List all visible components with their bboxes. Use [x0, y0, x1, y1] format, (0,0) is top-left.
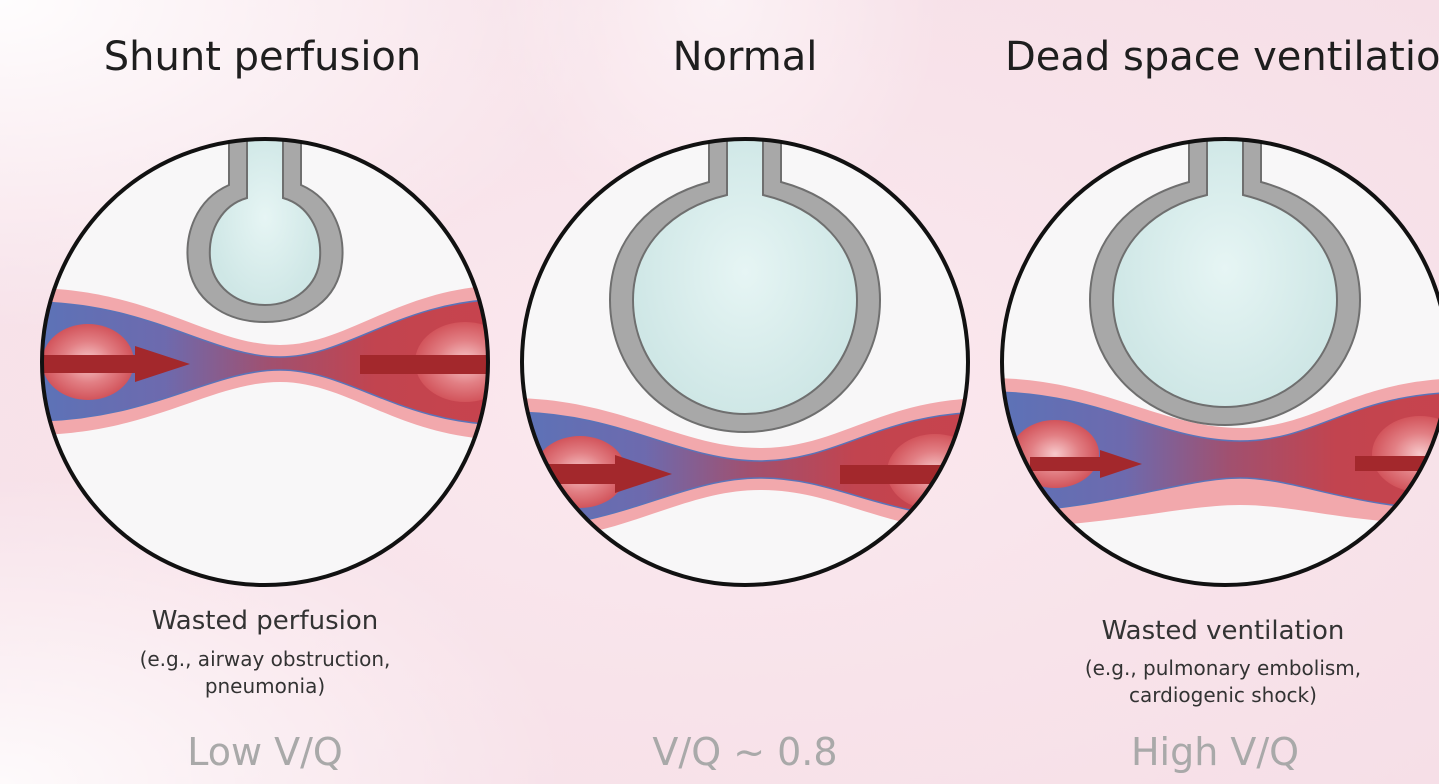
shunt-panel	[30, 130, 520, 585]
shunt-flow-arrow-out	[360, 355, 520, 374]
dead-space-caption: Wasted ventilation	[1048, 614, 1398, 648]
normal-panel	[510, 130, 1000, 585]
normal-ratio: V/Q ~ 0.8	[595, 730, 895, 774]
dead-space-ratio: High V/Q	[1065, 730, 1365, 774]
shunt-ratio: Low V/Q	[115, 730, 415, 774]
shunt-caption-detail-2: pneumonia)	[90, 673, 440, 700]
dead-space-red-cell-left	[1011, 420, 1099, 488]
dead-space-panel	[990, 130, 1439, 585]
normal-flow-arrow-out	[840, 465, 1000, 484]
dead-space-caption-detail-1: (e.g., pulmonary embolism,	[1048, 655, 1398, 682]
shunt-caption: Wasted perfusion	[90, 604, 440, 638]
shunt-caption-detail-1: (e.g., airway obstruction,	[90, 646, 440, 673]
dead-space-caption-detail-2: cardiogenic shock)	[1048, 682, 1398, 709]
